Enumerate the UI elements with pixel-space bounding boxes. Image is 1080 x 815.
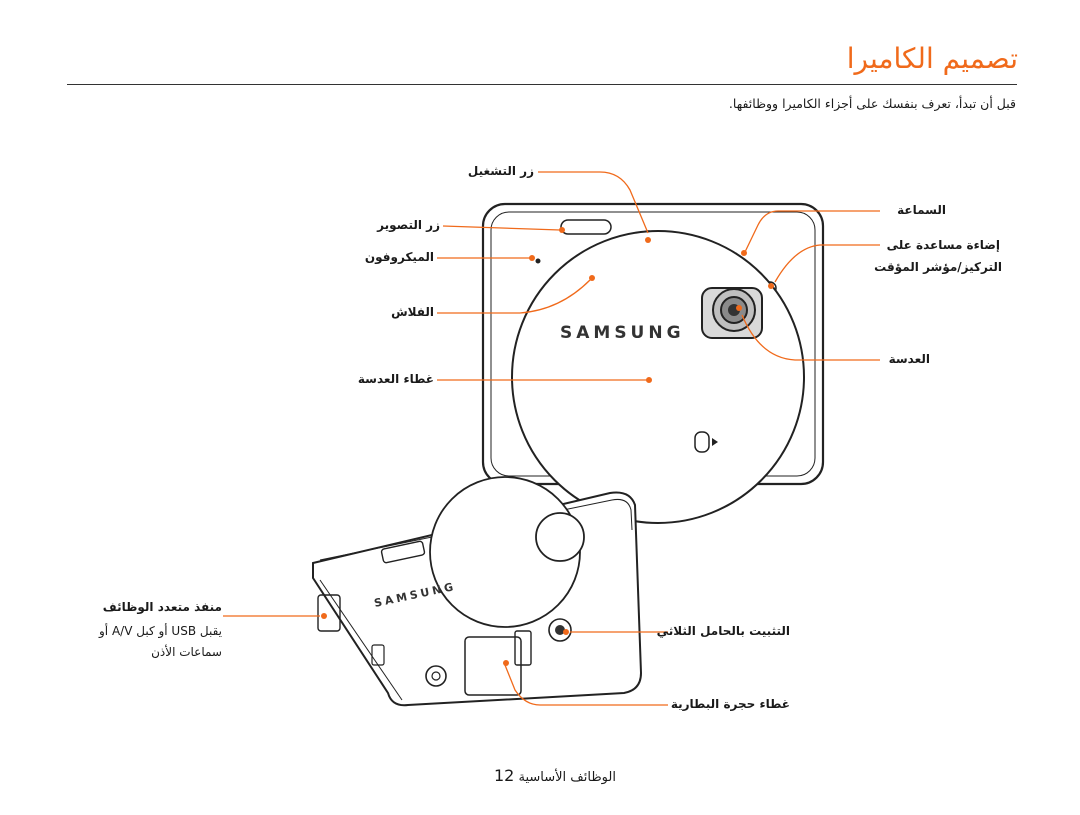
label-microphone: الميكروفون (364, 250, 434, 264)
label-lens-cover: غطاء العدسة (357, 372, 434, 386)
leader-speaker (744, 210, 880, 253)
page-footer: الوظائف الأساسية 12 (488, 766, 616, 785)
label-port-desc-line1: يقبل USB أو كبل A/V أو (99, 624, 222, 638)
leader-lens (741, 314, 880, 361)
bottom-camera (312, 476, 643, 707)
bottom-flash-shape (380, 540, 426, 564)
front-camera (481, 202, 825, 524)
bottom-lens-window (535, 512, 585, 562)
brand-logo: SAMSUNG (560, 323, 685, 343)
battery-cover-shape (464, 636, 522, 696)
lens-cover-tab (694, 431, 710, 453)
battery-latch (514, 630, 532, 666)
title-divider (67, 84, 1017, 85)
label-af-lamp-line1: إضاءة مساعدة على (886, 238, 1000, 252)
label-tripod-mount: التثبيت بالحامل الثلاثي (656, 624, 790, 638)
lens-cover-arrow (712, 438, 718, 446)
label-af-lamp-line2: التركيز/مؤشر المؤقت (874, 260, 1002, 274)
leader-af-lamp (774, 244, 880, 283)
leader-flash (437, 279, 591, 314)
tripod-mount-shape (548, 618, 572, 642)
footer-section: الوظائف الأساسية (518, 770, 616, 785)
page-number: 12 (494, 766, 515, 785)
label-shutter-button: زر التصوير (377, 218, 440, 232)
microphone-shape (535, 258, 541, 264)
callout-lines (223, 171, 880, 706)
intro-text: قبل أن تبدأ، تعرف بنفسك على أجزاء الكامي… (728, 96, 1016, 111)
lens-cover-shape (511, 230, 805, 524)
page-title: تصميم الكاميرا (846, 42, 1018, 75)
leader-power (538, 171, 649, 234)
callout-dots (321, 227, 774, 666)
label-port-desc-line2: سماعات الأذن (151, 645, 222, 659)
bottom-lens-cover (429, 476, 581, 628)
label-battery-cover: غطاء حجرة البطارية (670, 697, 790, 711)
leader-shutter (442, 225, 561, 231)
strap-eyelet (371, 644, 385, 666)
label-power-button: زر التشغيل (467, 164, 534, 178)
label-lens: العدسة (888, 352, 930, 366)
bottom-speaker (425, 665, 447, 687)
shutter-button-shape (560, 219, 612, 235)
multi-port-shape (317, 594, 341, 632)
leader-battery (504, 664, 668, 706)
label-flash: الفلاش (391, 305, 434, 319)
label-port-title: منفذ متعدد الوظائف (102, 600, 222, 614)
label-speaker: السماعة (897, 203, 946, 217)
